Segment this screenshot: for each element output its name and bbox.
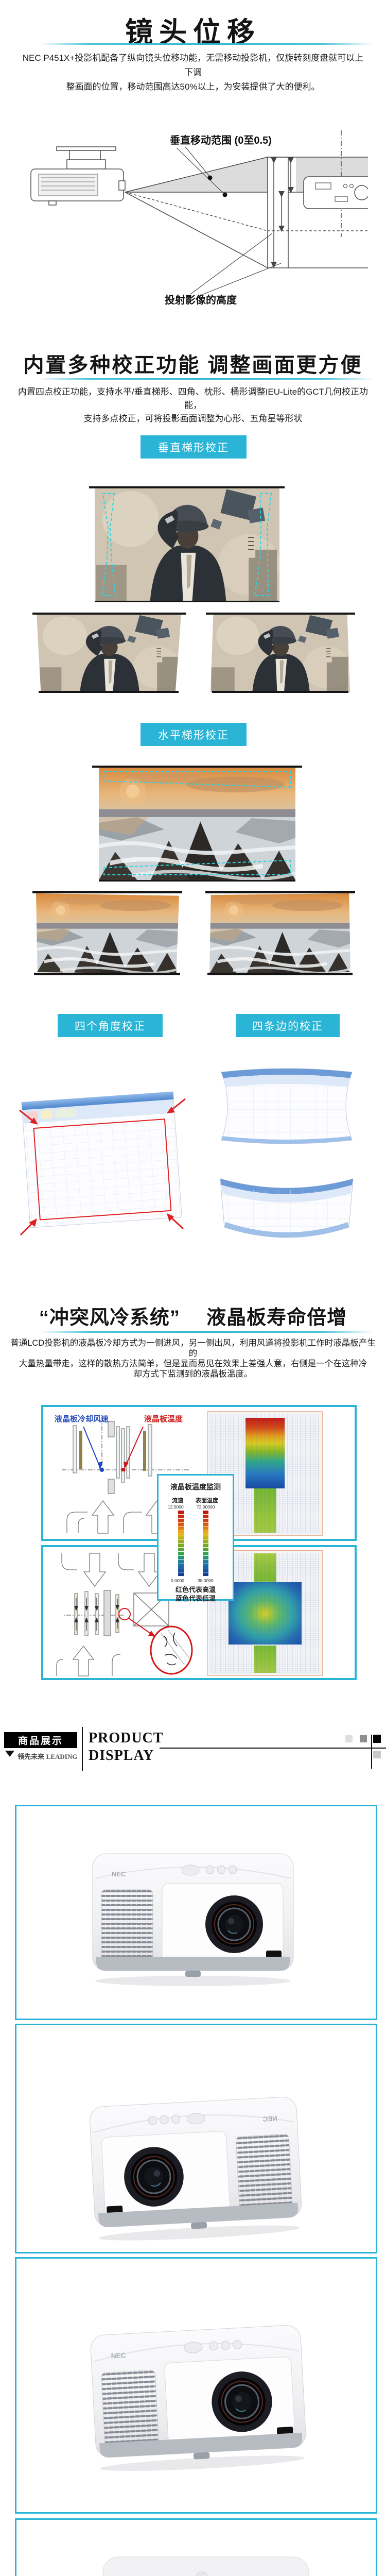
legend-colorbar-flow: [178, 1511, 184, 1577]
tagline-cn: 领先未来: [17, 1753, 45, 1760]
screen-bottom-bar: [207, 973, 353, 975]
button-four-edge-correction[interactable]: 四条边的校正: [236, 1014, 340, 1037]
photo-before-correction: [37, 615, 181, 692]
correction-description: 内置四点校正功能，支持水平/垂直梯形、四角、枕形、桶形调整IEU-Lite的GC…: [15, 385, 371, 426]
projector-photo-angle-right: [85, 2303, 311, 2478]
panel-conventional-cooling: 液晶板冷却风速 液晶板温度: [41, 1405, 357, 1541]
screen-top-bar: [92, 766, 302, 768]
legend-col1-min: 0.0000: [171, 1578, 184, 1583]
label-projected-image-height: 投射影像的高度: [165, 295, 237, 306]
projector-photo-rear: [93, 2548, 319, 2576]
section-title-cooling: “冲突风冷系统” 液晶板寿命倍增: [0, 1301, 386, 1330]
keystone-guide-right: [254, 493, 272, 597]
screen-top-bar: [206, 613, 355, 615]
legend-note-low: 蓝色代表低温: [175, 1595, 216, 1602]
heat-block-center: [228, 1582, 302, 1645]
temperature-legend-box: 液晶板温度监测 流速 表面温度 12.0000 72.00000 0.0000 …: [157, 1474, 234, 1602]
header-divider-line: [82, 1727, 83, 1771]
illustration-four-corner-correction: [19, 1091, 186, 1236]
cooling-title-quoted: “冲突风冷系统”: [39, 1307, 180, 1329]
keystone-guide-top: [103, 771, 291, 788]
screen-bottom-bar: [39, 691, 179, 693]
legend-col2-max: 72.00000: [197, 1504, 215, 1510]
product-title-line1: PRODUCT: [89, 1730, 164, 1746]
lens-shift-description: NEC P451X+投影机配备了纵向镜头位移功能，无需移动投影机，仅旋转刻度盘就…: [21, 51, 365, 94]
illustration-curved-edge-distortion: [220, 1178, 354, 1238]
desc-line: 支持多点校正，可将投影画面调整为心形、五角星等形状: [83, 414, 303, 423]
legend-col1-label: 流速: [172, 1498, 183, 1504]
desc-line: NEC P451X+投影机配备了纵向镜头位移功能，无需移动投影机，仅旋转刻度盘就…: [22, 53, 364, 77]
screen-bottom-bar: [212, 691, 348, 693]
cooling-description: 普通LCD投影机的液晶板冷却方式为一侧进风，另一侧出风，利用风道将投影机工作时液…: [8, 1338, 378, 1379]
photo-vertical-keystone-demo: [95, 488, 279, 601]
desc-line: 大量热量带走，这样的散热方法简单，但是显而易见在效果上差强人意，右侧是一个在这种…: [19, 1359, 367, 1368]
section-title-correction: 内置多种校正功能 调整画面更方便: [23, 354, 363, 377]
illustration-pincushion-distortion: [221, 1068, 353, 1144]
triangle-down-icon: [5, 1751, 14, 1757]
decor-square-light: [345, 1735, 353, 1742]
legend-col2-min: 38.0000: [198, 1578, 214, 1583]
red-corner-arrows: [19, 1098, 186, 1236]
panel-collision-cooling: [41, 1545, 357, 1680]
decor-square-mid: [360, 1735, 367, 1742]
cooling-title-rest: 液晶板寿命倍增: [206, 1307, 347, 1329]
keystone-guide-left: [101, 493, 116, 597]
decor-square-black: [373, 1735, 381, 1743]
desc-line: 却方式下监测到的液晶板温度。: [133, 1369, 253, 1379]
photo-before-correction: [36, 893, 179, 974]
screen-top-bar: [89, 486, 285, 488]
label-panel-temperature: 液晶板温度: [144, 1415, 183, 1423]
schematic-collision-airflow: [56, 1553, 193, 1676]
screen-top-bar: [205, 891, 355, 893]
photo-horizontal-keystone-demo: [99, 768, 295, 880]
button-horizontal-keystone[interactable]: 水平梯形校正: [141, 723, 247, 746]
projector-photo-front: [85, 1829, 301, 1994]
airflow-stem-top: [253, 1553, 277, 1582]
screen-top-bar: [32, 891, 182, 893]
button-four-corner-correction[interactable]: 四个角度校正: [58, 1014, 163, 1037]
label-vertical-shift-range: 垂直移动范围 (0至0.5): [170, 135, 272, 146]
screen-top-bar: [32, 613, 186, 615]
desc-line: 内置四点校正功能，支持水平/垂直梯形、四角、枕形、桶形调整IEU-Lite的GC…: [17, 387, 368, 410]
legend-colorbar-temp: [203, 1511, 208, 1577]
heat-column: [245, 1418, 285, 1488]
projector-photo-angle-left: [77, 2076, 314, 2246]
tagline-en: LEADING: [46, 1753, 78, 1760]
photo-after-correction: [209, 893, 350, 974]
keystone-guide-bottom: [103, 859, 291, 875]
legend-col1-max: 12.0000: [168, 1504, 184, 1510]
decor-square-gray: [373, 1751, 381, 1758]
desc-line: 整画面的位置，移动范围高达50%以上，为安装提供了大的便利。: [66, 82, 320, 92]
title-underline: [39, 1331, 373, 1333]
section-title-lens-shift: 镜头位移: [125, 17, 261, 48]
screen-bottom-bar: [99, 880, 295, 882]
legend-note-high: 红色代表高温: [175, 1586, 216, 1594]
photo-after-correction: [210, 615, 350, 692]
product-title-line2: DISPLAY: [89, 1748, 154, 1764]
header-rule: [160, 1748, 386, 1749]
screen-bottom-bar: [95, 601, 279, 602]
title-underline: [39, 378, 373, 380]
decor-vline: [371, 1735, 372, 1769]
product-display-badge: 商品展示: [4, 1732, 77, 1748]
lens-shift-diagram: [30, 130, 368, 297]
label-panel-cooling-airspeed: 液晶板冷却风速: [55, 1415, 109, 1423]
desc-line: 普通LCD投影机的液晶板冷却方式为一侧进风，另一侧出风，利用风道将投影机工作时液…: [10, 1338, 376, 1358]
screen-bottom-bar: [34, 973, 180, 975]
airflow-stem-bottom: [253, 1645, 277, 1673]
cfd-heatmap-collision: [207, 1550, 323, 1676]
title-underline: [39, 43, 373, 45]
legend-title: 液晶板温度监测: [170, 1483, 221, 1491]
airflow-stem: [253, 1488, 277, 1533]
legend-col2-label: 表面温度: [196, 1498, 218, 1504]
tagline: 领先未来 LEADING: [17, 1751, 77, 1761]
button-vertical-keystone[interactable]: 垂直梯形校正: [141, 435, 247, 459]
